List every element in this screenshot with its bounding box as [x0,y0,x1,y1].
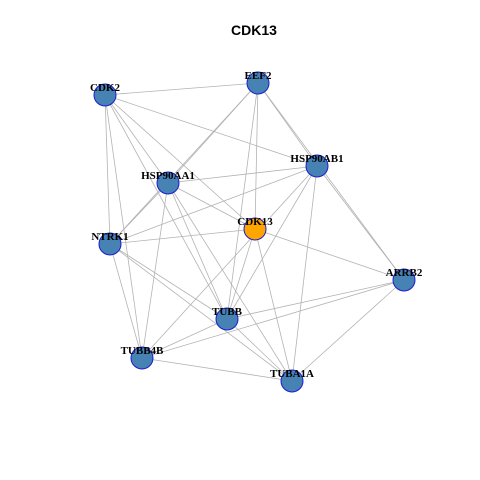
node-circle-tubb[interactable] [215,307,239,331]
node-circle-hsp90aa1[interactable] [156,171,180,195]
node-hsp90ab1[interactable]: HSP90AB1 [290,153,344,178]
edge-hsp90ab1-tubb4b [141,165,318,359]
node-arrb2[interactable]: ARRB2 [386,267,423,292]
edges-layer [104,82,405,382]
edge-arrb2-tubb [226,279,405,320]
edge-eef2-cdk13 [254,82,259,230]
edge-tubb-tubb4b [141,318,228,359]
edge-tubb-tuba1a [226,318,293,382]
node-tubb4b[interactable]: TUBB4B [121,345,164,370]
node-circle-cdk2[interactable] [93,83,117,107]
edge-hsp90aa1-cdk13 [167,182,256,230]
node-circle-cdk13[interactable] [243,217,267,241]
node-cdk2[interactable]: CDK2 [90,82,120,107]
edge-cdk2-hsp90ab1 [104,94,318,167]
node-cdk13[interactable]: CDK13 [237,216,273,241]
node-eef2[interactable]: EEF2 [245,70,272,95]
edge-eef2-tubb [226,82,259,320]
node-label-eef2: EEF2 [245,70,272,82]
edge-arrb2-tuba1a [291,279,405,382]
edge-hsp90ab1-tubb [226,165,318,320]
node-label-tuba1a: TUBA1A [270,368,314,380]
node-label-ntrk1: NTRK1 [91,231,128,243]
edge-tubb4b-tuba1a [141,357,293,382]
node-hsp90aa1[interactable]: HSP90AA1 [141,170,195,195]
node-circle-hsp90ab1[interactable] [305,154,329,178]
edge-cdk13-tuba1a [254,228,293,382]
edge-cdk13-arrb2 [254,228,405,281]
node-label-hsp90ab1: HSP90AB1 [290,153,343,165]
edge-eef2-arrb2 [257,82,405,281]
node-circle-arrb2[interactable] [392,268,416,292]
edge-hsp90aa1-tubb [167,182,228,320]
node-circle-tuba1a[interactable] [280,369,304,393]
node-label-cdk13: CDK13 [237,216,273,228]
nodes-layer: CDK2 EEF2HSP90AB1HSP90AA1CDK13NTRK1ARRB2T… [90,70,423,393]
edge-hsp90ab1-tuba1a [291,165,318,382]
node-label-tubb4b: TUBB4B [121,345,164,357]
node-label-hsp90aa1: HSP90AA1 [141,170,195,182]
node-circle-ntrk1[interactable] [98,232,122,256]
edge-cdk2-eef2 [104,82,259,96]
edge-arrb2-tubb4b [141,279,405,359]
edge-hsp90ab1-ntrk1 [109,165,318,245]
edge-eef2-ntrk1 [109,82,259,245]
node-label-arrb2: ARRB2 [386,267,423,279]
graph-title: CDK13 [231,22,277,38]
edge-hsp90aa1-tuba1a [167,182,293,382]
edge-hsp90aa1-ntrk1 [109,182,169,245]
edge-cdk13-ntrk1 [109,228,256,245]
edge-cdk2-tubb [104,94,228,320]
edge-ntrk1-tuba1a [109,243,293,382]
edge-cdk2-cdk13 [104,94,256,230]
edge-cdk2-ntrk1 [104,94,111,245]
node-circle-eef2[interactable] [246,71,270,95]
node-ntrk1[interactable]: NTRK1 [91,231,129,256]
node-label-cdk2: CDK2 [90,82,120,94]
edge-cdk2-hsp90aa1 [104,94,169,184]
node-circle-tubb4b[interactable] [130,346,154,370]
edge-ntrk1-tubb4b [109,243,143,359]
node-tuba1a[interactable]: TUBA1A [270,368,314,393]
edge-hsp90aa1-tubb4b [141,182,169,359]
edge-cdk13-tubb [226,228,256,320]
edge-hsp90ab1-hsp90aa1 [167,165,318,184]
node-label-tubb: TUBB [212,306,243,318]
edge-ntrk1-tubb [109,243,228,320]
edge-cdk2-tubb4b [104,94,143,359]
node-tubb[interactable]: TUBB [212,306,243,331]
edge-hsp90ab1-arrb2 [316,165,405,281]
